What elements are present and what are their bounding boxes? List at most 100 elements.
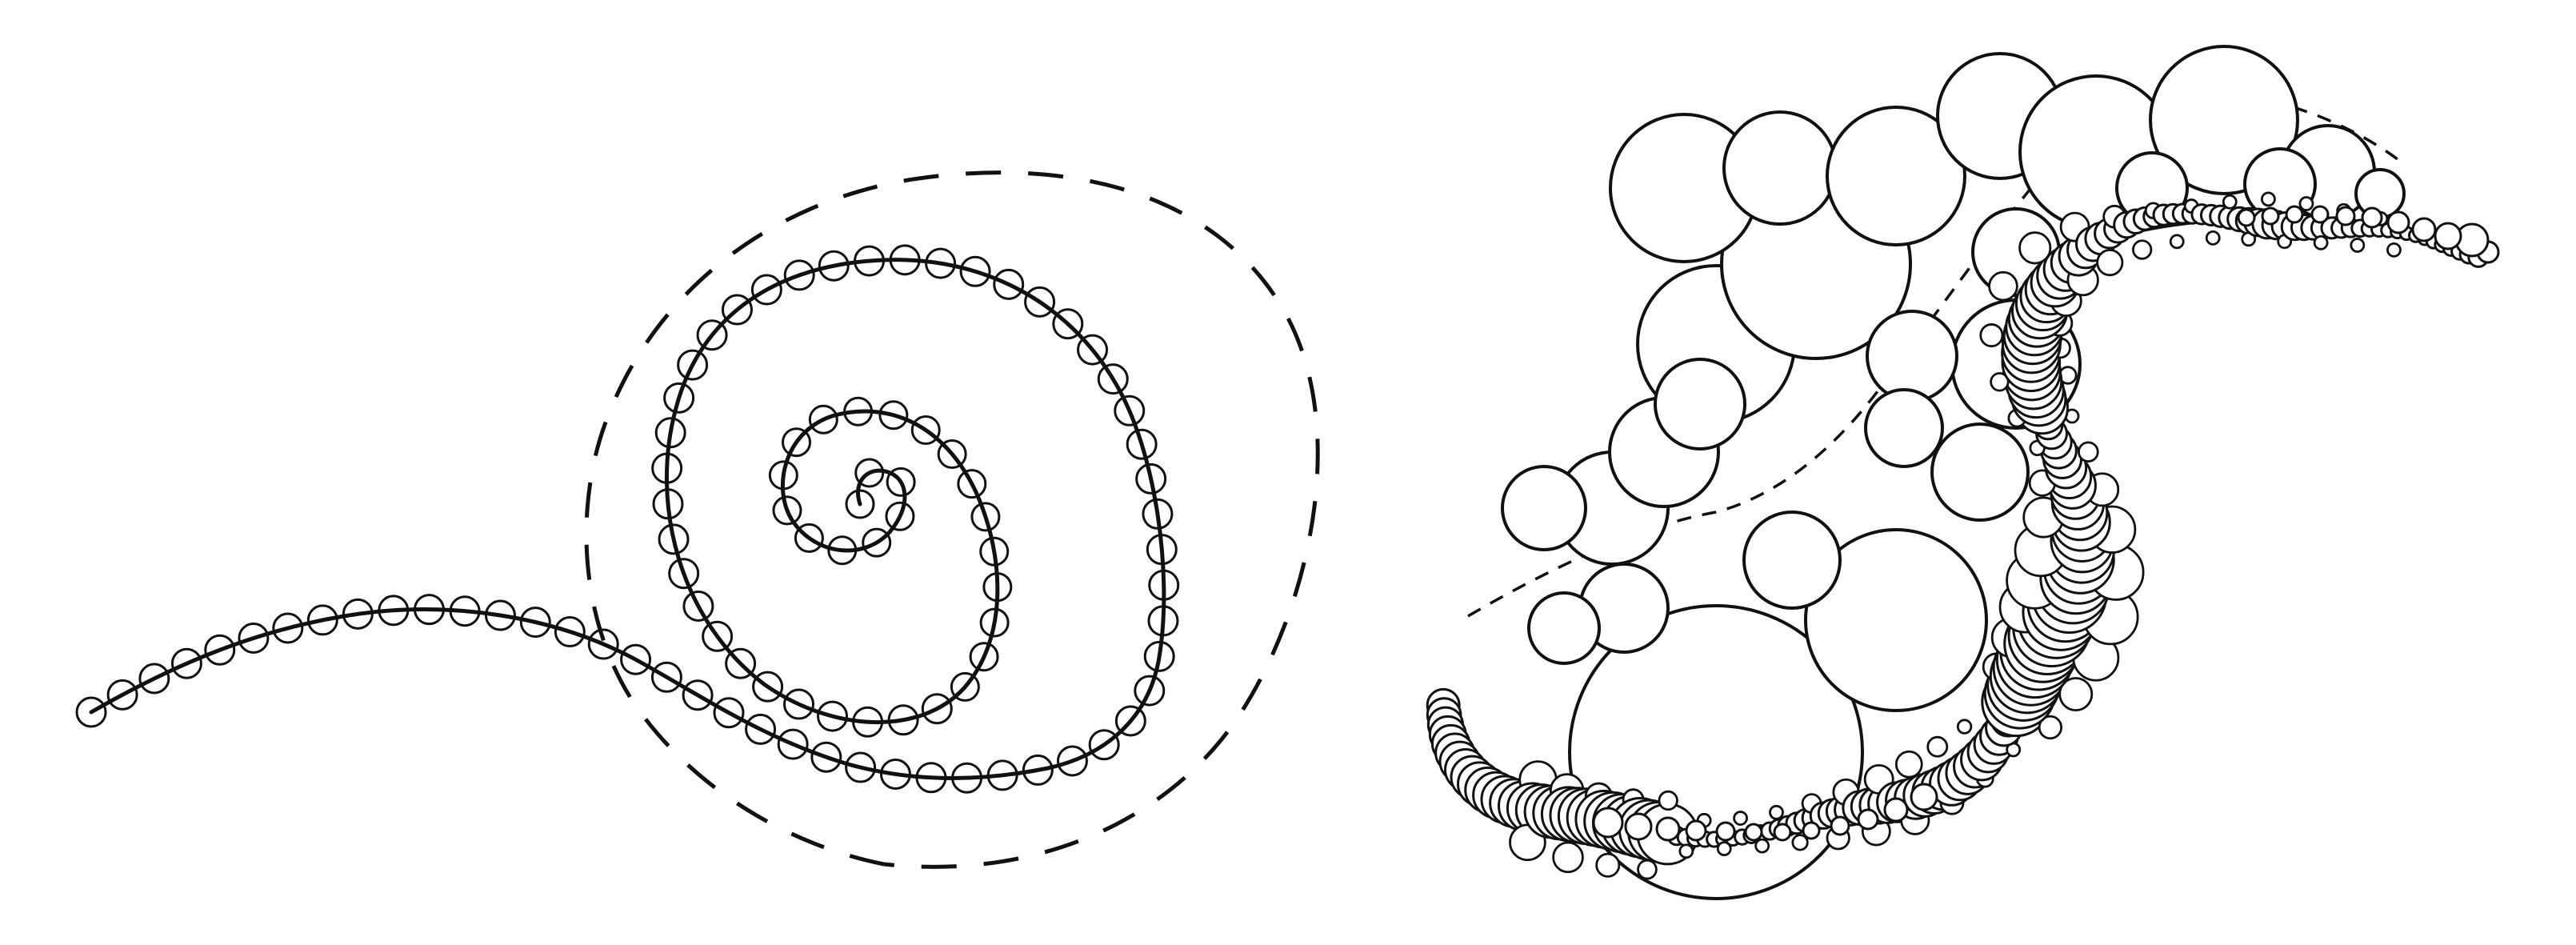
bead-10 <box>378 595 410 627</box>
bead-85 <box>768 460 798 491</box>
bead-75 <box>982 572 1013 603</box>
large-sphere-12 <box>1742 511 1842 610</box>
bead-62 <box>668 558 700 590</box>
bead-21 <box>745 713 777 745</box>
bead-38 <box>1142 498 1174 530</box>
bead-90 <box>885 501 915 531</box>
side-sphere-157 <box>2350 238 2366 253</box>
bead-51 <box>818 250 850 282</box>
side-sphere-33 <box>1678 843 1694 859</box>
side-sphere-25 <box>1595 852 1621 878</box>
bead-15 <box>554 616 586 648</box>
bead-28 <box>986 759 1018 791</box>
bead-84 <box>782 427 811 458</box>
side-sphere-43 <box>1769 804 1784 820</box>
bead-45 <box>1024 286 1056 318</box>
bead-77 <box>970 502 1001 532</box>
large-sphere-7 <box>1826 106 1966 246</box>
bead-49 <box>889 244 921 276</box>
bead-89 <box>862 527 892 558</box>
bottom-sphere-4 <box>1685 819 1707 842</box>
bead-29 <box>1022 754 1054 786</box>
bead-87 <box>794 523 824 553</box>
bead-74 <box>979 607 1010 638</box>
right-panel <box>1426 45 2500 900</box>
bead-88 <box>827 535 858 566</box>
bead-27 <box>951 762 983 794</box>
bead-53 <box>750 274 782 306</box>
bead-79 <box>937 439 967 470</box>
bead-59 <box>651 452 683 484</box>
bead-30 <box>1056 745 1088 777</box>
side-sphere-133 <box>2131 239 2153 260</box>
bead-4 <box>170 647 202 679</box>
side-sphere-41 <box>1754 838 1770 854</box>
left-main-path <box>89 258 1166 780</box>
side-sphere-63 <box>1926 735 1949 758</box>
bead-80 <box>910 415 941 445</box>
bead-6 <box>238 623 270 655</box>
side-sphere-29 <box>1637 859 1658 880</box>
bead-68 <box>817 700 849 732</box>
bead-3 <box>138 663 170 695</box>
bead-19 <box>682 679 714 711</box>
side-sphere-137 <box>2169 234 2185 250</box>
bead-25 <box>879 758 911 790</box>
bead-46 <box>993 268 1025 300</box>
right-spheres <box>1426 45 2500 900</box>
bead-67 <box>783 688 815 720</box>
tail-sphere-9 <box>2261 206 2280 226</box>
side-sphere-59 <box>1894 750 1923 779</box>
side-sphere-101 <box>2078 441 2099 463</box>
bead-8 <box>306 604 338 636</box>
bead-61 <box>658 523 690 555</box>
bead-37 <box>1146 534 1178 566</box>
bottom-sphere-6 <box>1744 823 1763 842</box>
bead-22 <box>777 728 809 760</box>
side-sphere-161 <box>2386 242 2402 258</box>
bead-81 <box>878 400 909 430</box>
left-panel <box>75 170 1320 869</box>
bead-60 <box>652 488 684 520</box>
left-dashed-boundary <box>584 170 1320 869</box>
bottom-sphere-7 <box>1773 823 1792 842</box>
bead-64 <box>702 620 734 652</box>
bead-24 <box>845 751 877 783</box>
tail-sphere-8 <box>2285 205 2304 224</box>
bead-48 <box>925 247 957 279</box>
side-sphere-119 <box>1988 270 2018 302</box>
large-sphere-22 <box>1864 388 1944 468</box>
bead-34 <box>1143 640 1175 672</box>
tail-sphere-2 <box>2434 222 2462 250</box>
tail-sphere-5 <box>2361 206 2383 229</box>
left-beads <box>75 244 1180 794</box>
side-sphere-39 <box>1733 811 1748 826</box>
side-sphere-143 <box>2222 194 2238 210</box>
large-sphere-20 <box>1654 358 1746 450</box>
bead-17 <box>620 643 652 675</box>
side-sphere-147 <box>2260 191 2276 207</box>
bead-36 <box>1148 569 1180 601</box>
bead-41 <box>1114 394 1146 426</box>
bead-92 <box>854 458 885 488</box>
bead-11 <box>413 594 445 626</box>
side-sphere-151 <box>2298 196 2314 211</box>
side-sphere-129 <box>2096 249 2124 277</box>
bead-14 <box>519 607 551 639</box>
bead-16 <box>587 628 619 660</box>
large-sphere-18 <box>1501 465 1587 551</box>
tail-sphere-3 <box>2411 217 2437 242</box>
side-sphere-21 <box>1552 841 1584 874</box>
bead-73 <box>969 642 999 672</box>
tail-sphere-4 <box>2386 210 2410 234</box>
bead-7 <box>272 612 304 644</box>
bead-83 <box>808 404 838 434</box>
tail-sphere-6 <box>2335 206 2356 226</box>
bead-76 <box>979 536 1010 567</box>
bead-44 <box>1052 308 1084 340</box>
large-sphere-6 <box>1722 110 1838 226</box>
side-sphere-31 <box>1658 790 1678 811</box>
bead-71 <box>921 693 953 725</box>
bead-13 <box>484 599 516 631</box>
